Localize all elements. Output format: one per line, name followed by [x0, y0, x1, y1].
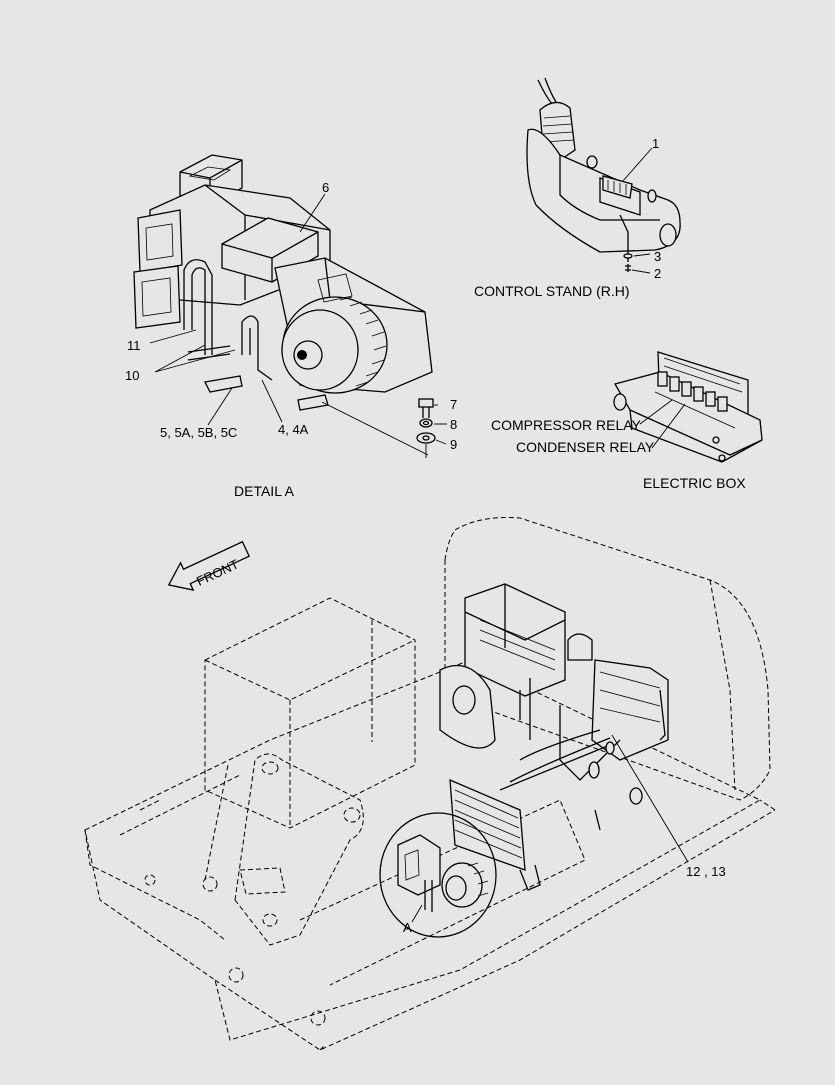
relay-row — [657, 371, 728, 412]
condenser — [449, 778, 541, 891]
label-part-4: 4, 4A — [278, 422, 309, 437]
label-part-5: 5, 5A, 5B, 5C — [160, 425, 237, 440]
label-part-3: 3 — [654, 249, 661, 264]
part-labels: 1 3 2 6 11 10 5, 5A, 5B, 5C 4, 4A 7 8 9 … — [125, 136, 726, 935]
detail-a-callout — [379, 812, 497, 938]
label-part-12-13: 12 , 13 — [686, 864, 726, 879]
label-part-11: 11 — [127, 338, 141, 353]
label-part-6: 6 — [322, 180, 329, 195]
label-part-2: 2 — [654, 266, 661, 281]
air-conditioner-unit — [133, 154, 433, 411]
electric-box — [613, 351, 763, 463]
label-detail-a-marker: A — [403, 920, 412, 935]
label-part-10: 10 — [125, 368, 139, 383]
engine-assembly — [439, 583, 669, 831]
label-part-9: 9 — [450, 437, 457, 452]
caption-electric-box: ELECTRIC BOX — [643, 475, 746, 491]
caption-condenser-relay: CONDENSER RELAY — [516, 439, 655, 455]
leader-lines-detail-a — [149, 193, 447, 458]
bolt-washer-stack — [416, 398, 436, 444]
caption-compressor-relay: COMPRESSOR RELAY — [491, 417, 642, 433]
front-arrow — [167, 540, 251, 591]
machine-frame — [84, 517, 776, 1051]
control-stand — [526, 77, 681, 274]
caption-detail-a: DETAIL A — [234, 483, 295, 499]
captions: CONTROL STAND (R.H) COMPRESSOR RELAY CON… — [194, 283, 746, 589]
label-part-7: 7 — [450, 397, 457, 412]
label-part-1: 1 — [652, 136, 659, 151]
leader-12-13 — [611, 734, 689, 863]
label-part-8: 8 — [450, 417, 457, 432]
caption-control-stand: CONTROL STAND (R.H) — [474, 283, 630, 299]
